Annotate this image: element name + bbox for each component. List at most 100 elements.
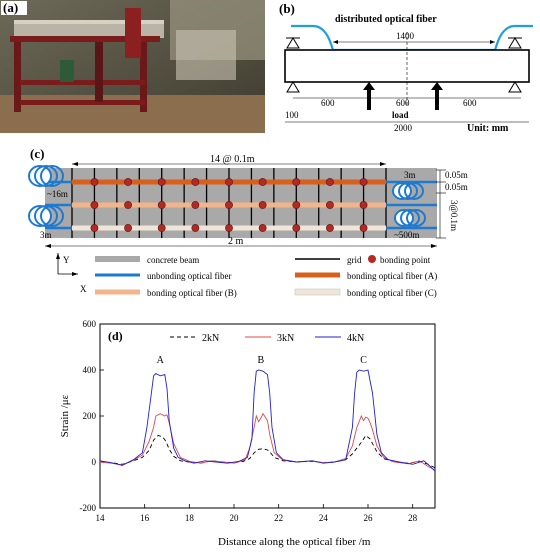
- series-lines: [99, 369, 436, 472]
- axis-x-label: X: [80, 284, 87, 294]
- load-arrow-right: [435, 88, 439, 110]
- bonding-point: [225, 201, 233, 209]
- plot-frame: [99, 323, 436, 509]
- coil-right-bottom: [394, 209, 426, 227]
- legend-bonding-point: bonding point: [380, 255, 431, 265]
- bonding-point: [90, 201, 99, 209]
- legend-label-3kN: 3kN: [277, 333, 294, 344]
- legend-grid: grid: [347, 255, 362, 265]
- coil-label-left-top: ~16m: [47, 189, 68, 199]
- legend-bonding-a: bonding optical fiber (A): [347, 271, 437, 281]
- bonding-point: [359, 201, 368, 209]
- panel-a-label: (a): [3, 0, 18, 15]
- legend-swatch-bonding-c: [294, 288, 341, 296]
- x-tick-label: 28: [408, 513, 418, 523]
- dim-2000: 2000: [394, 123, 413, 133]
- coil-label-right-top: 3m: [404, 170, 416, 180]
- bonding-point: [225, 224, 233, 232]
- dim-1400: 1400: [396, 31, 415, 41]
- y-axis: -200 0 200 400 600: [80, 319, 104, 513]
- x-tick-label: 24: [319, 513, 329, 523]
- bonding-point: [326, 201, 334, 209]
- coil-right-top: [392, 182, 424, 200]
- bonding-point: [191, 201, 200, 209]
- peak-label: B: [257, 355, 264, 366]
- y-axis-label: Strain /με: [59, 394, 71, 437]
- chart-legend: 2kN 3kN 4kN: [170, 333, 364, 344]
- vdim-2: 0.05m: [445, 182, 468, 192]
- bonding-point: [326, 178, 334, 186]
- legend-concrete: concrete beam: [147, 255, 199, 265]
- bonding-point: [124, 178, 132, 186]
- dim-600-mid: 600: [396, 98, 410, 108]
- panel-c-label: (c): [30, 146, 44, 161]
- panel-a: (a): [0, 0, 265, 133]
- legend: concrete beam grid bonding point unbondi…: [95, 255, 437, 298]
- panel-c: (c) 14 @ 0.1m ~16m 3m: [0, 146, 540, 306]
- bonding-point: [326, 224, 334, 232]
- y-tick-label: 600: [83, 319, 97, 329]
- legend-label-4kN: 4kN: [347, 333, 364, 344]
- coil-left-bottom: [28, 205, 64, 227]
- coil-label-right-bottom: ~500m: [394, 230, 419, 240]
- peak-label: C: [360, 355, 367, 366]
- panel-d-label: (d): [108, 329, 123, 343]
- axis-y-label: Y: [63, 255, 70, 265]
- legend-label-2kN: 2kN: [202, 333, 219, 344]
- y-tick-label: 200: [83, 411, 97, 421]
- bonding-point: [124, 201, 132, 209]
- x-axis-label: Distance along the optical fiber /m: [218, 536, 371, 548]
- y-tick-label: 0: [92, 457, 97, 467]
- dim-100: 100: [285, 110, 299, 120]
- panel-b-schematic: (b) distributed optical fiber 1400 600 6…: [279, 1, 533, 134]
- vdim-1: 0.05m: [445, 170, 468, 180]
- panel-b: (b) distributed optical fiber 1400 600 6…: [275, 0, 540, 134]
- coil-left-top: [28, 165, 64, 187]
- y-tick-label: 400: [83, 365, 97, 375]
- bonding-point: [157, 178, 166, 186]
- bonding-point: [157, 201, 166, 209]
- bonding-point: [292, 201, 301, 209]
- load-arrow-left: [367, 88, 371, 110]
- bonding-point: [191, 178, 200, 186]
- bonding-point: [191, 224, 200, 232]
- bonding-point: [258, 224, 267, 232]
- y-tick-label: -200: [80, 503, 97, 513]
- dim-600-left: 600: [321, 98, 335, 108]
- panel-b-label: (b): [279, 1, 295, 16]
- series-line-3kN: [99, 412, 436, 471]
- bottom-support-right: [508, 81, 522, 93]
- bottom-support-left: [286, 81, 300, 93]
- bonding-point: [90, 178, 99, 186]
- bonding-point: [157, 224, 166, 232]
- bonding-point: [225, 178, 233, 186]
- x-tick-label: 14: [96, 513, 106, 523]
- spacing-label: 14 @ 0.1m: [210, 154, 255, 165]
- vdim-3: 3@0.1m: [449, 200, 459, 231]
- x-tick-label: 26: [364, 513, 374, 523]
- x-tick-label: 20: [230, 513, 240, 523]
- legend-swatch-concrete: [95, 256, 140, 262]
- top-support-right: [508, 37, 522, 49]
- peak-label: A: [157, 355, 165, 366]
- unit-label: Unit: mm: [467, 123, 509, 133]
- legend-swatch-bonding-point: [368, 255, 376, 263]
- x-tick-label: 22: [274, 513, 283, 523]
- x-axis: 14 16 18 20 22 24 26 28: [96, 504, 418, 523]
- series-line-4kN: [99, 369, 436, 472]
- bonding-points: [90, 178, 368, 232]
- series-line-2kN: [99, 434, 436, 469]
- panel-c-layout: (c) 14 @ 0.1m ~16m 3m: [28, 146, 468, 298]
- total-length-label: 2 m: [228, 236, 244, 247]
- coil-label-left-bottom: 3m: [40, 230, 52, 240]
- x-tick-label: 18: [185, 513, 195, 523]
- top-support-left: [286, 37, 300, 49]
- bonding-point: [359, 178, 368, 186]
- x-tick-label: 16: [140, 513, 150, 523]
- beam-outline: [284, 49, 530, 83]
- legend-bonding-c: bonding optical fiber (C): [347, 288, 437, 298]
- load-label: load: [392, 110, 409, 120]
- panel-a-photo: (a): [0, 0, 265, 133]
